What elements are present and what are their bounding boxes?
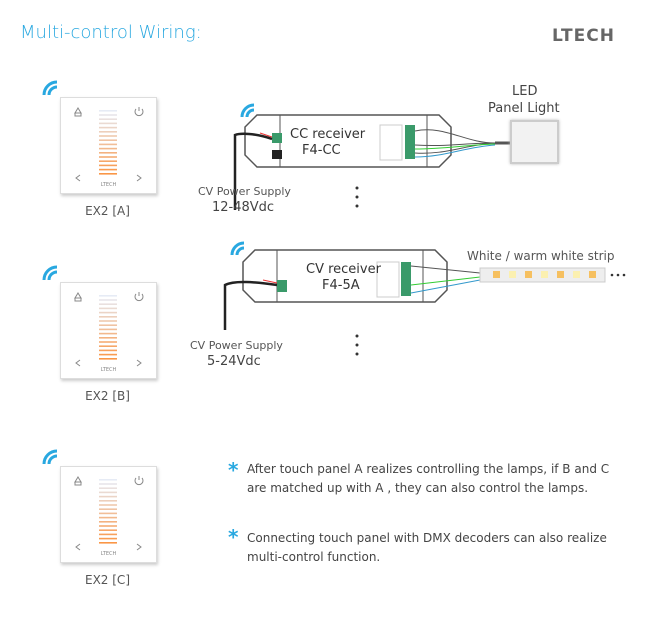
right-icon <box>136 359 142 367</box>
wifi-icon <box>42 80 58 96</box>
right-icon <box>136 543 142 551</box>
led-label: LED <box>512 84 538 99</box>
note-1: After touch panel A realizes controlling… <box>247 462 610 495</box>
left-icon <box>75 543 81 551</box>
power-icon <box>134 292 144 302</box>
touch-panel: LTECH <box>60 466 157 563</box>
note-bullet-icon: * <box>228 525 239 549</box>
power-icon <box>134 476 144 486</box>
panel-label: EX2 [A] <box>85 204 130 218</box>
note-2: Connecting touch panel with DMX decoders… <box>247 531 607 564</box>
receiver-case <box>244 114 452 168</box>
panel-brand: LTECH <box>100 182 117 188</box>
cv-receiver-name: CV receiver <box>306 262 381 277</box>
wifi-icon <box>42 449 58 465</box>
strip-label: White / warm white strip <box>467 249 615 263</box>
wifi-icon <box>42 265 58 281</box>
cc-supply-voltage: 12-48Vdc <box>212 200 275 215</box>
power-icon <box>134 107 144 117</box>
cv-supply-voltage: 5-24Vdc <box>207 354 261 369</box>
favorite-icon <box>74 476 82 486</box>
favorite-icon <box>74 107 82 117</box>
led-panel-light <box>510 120 559 164</box>
page-title: Multi-control Wiring: <box>20 22 202 43</box>
panel-brand: LTECH <box>100 551 117 557</box>
wifi-icon <box>230 241 245 256</box>
receiver-case <box>242 249 448 303</box>
note-bullet-icon: * <box>228 458 239 482</box>
cv-receiver-diagram <box>223 241 626 356</box>
ltech-logo: LTECH <box>552 26 615 46</box>
cc-supply-label: CV Power Supply <box>198 185 291 198</box>
touch-panel: LTECH <box>60 282 157 379</box>
panel-label: EX2 [C] <box>85 573 130 587</box>
cc-receiver-diagram <box>233 103 515 210</box>
panel-brand: LTECH <box>100 367 117 373</box>
panel-light-label: Panel Light <box>488 101 560 116</box>
panel-label: EX2 [B] <box>85 389 130 403</box>
cc-receiver-name: CC receiver <box>290 127 366 142</box>
touch-panel: LTECH <box>60 97 157 194</box>
favorite-icon <box>74 292 82 302</box>
left-icon <box>75 174 81 182</box>
right-icon <box>136 174 142 182</box>
wifi-icon <box>240 103 255 118</box>
cc-receiver-model: F4-CC <box>302 143 341 158</box>
left-icon <box>75 359 81 367</box>
cv-receiver-model: F4-5A <box>322 278 360 293</box>
cv-supply-label: CV Power Supply <box>190 339 283 352</box>
